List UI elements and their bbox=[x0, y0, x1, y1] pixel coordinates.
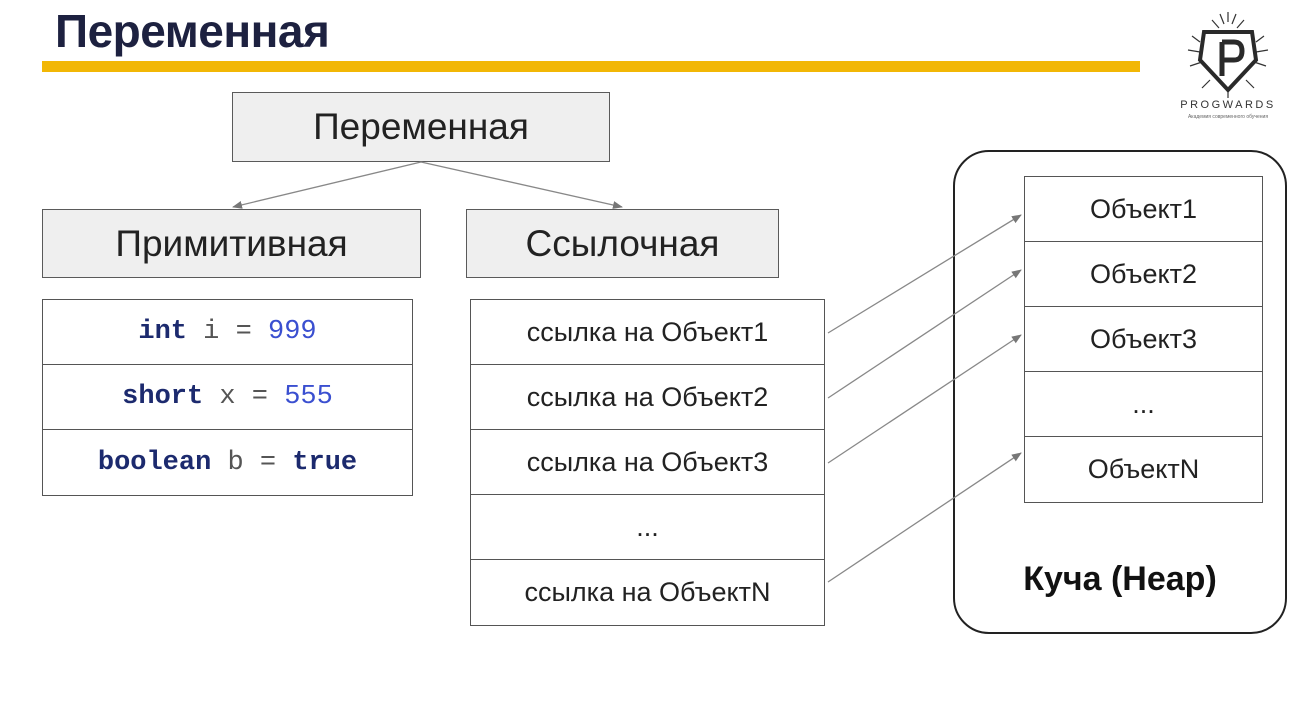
reference-row-n: ссылка на ОбъектN bbox=[524, 577, 771, 607]
variable-assignment: x = bbox=[203, 382, 285, 412]
ref-arrow-n bbox=[827, 452, 1022, 583]
ref-arrow-2 bbox=[827, 269, 1022, 399]
primitive-row-int: int i = 999 bbox=[43, 300, 412, 365]
heap-object-2: Объект2 bbox=[1025, 242, 1262, 307]
heap-objects-table: Объект1 Объект2 Объект3 ... ОбъектN bbox=[1024, 176, 1263, 503]
reference-row-ellipsis: ... bbox=[471, 495, 824, 560]
reference-links-table: ссылка на Объект1 ссылка на Объект2 ссыл… bbox=[470, 299, 825, 626]
heap-label: Куча (Heap) bbox=[1023, 560, 1217, 598]
logo-emblem-icon bbox=[1187, 12, 1269, 98]
primitive-row-boolean: boolean b = true bbox=[43, 430, 412, 495]
primitive-row-short: short x = 555 bbox=[43, 365, 412, 430]
ref-arrow-3 bbox=[827, 334, 1022, 464]
heap-panel bbox=[953, 150, 1287, 634]
ref-arrow-1 bbox=[827, 214, 1022, 334]
reference-row-1: ссылка на Объект1 bbox=[471, 300, 824, 365]
progwards-logo: PROGWARDS Академия современного обучения bbox=[1172, 6, 1284, 124]
type-keyword: int bbox=[138, 317, 187, 347]
tree-arrow-primitive bbox=[232, 161, 422, 209]
literal-value: 999 bbox=[268, 317, 317, 347]
reference-row-2: ссылка на Объект2 bbox=[471, 365, 824, 430]
heap-object-3: Объект3 bbox=[1025, 307, 1262, 372]
reference-type-box: Ссылочная bbox=[466, 209, 779, 278]
variable-assignment: i = bbox=[186, 317, 268, 347]
title-underline bbox=[42, 61, 1140, 72]
slide-title: Переменная bbox=[55, 5, 330, 57]
heap-object-n: ОбъектN bbox=[1087, 454, 1200, 484]
literal-value: true bbox=[292, 447, 358, 478]
root-variable-box: Переменная bbox=[232, 92, 610, 162]
heap-object-ellipsis: ... bbox=[1025, 372, 1262, 437]
primitive-values-table: int i = 999 short x = 555 boolean b = tr… bbox=[42, 299, 413, 496]
literal-value: 555 bbox=[284, 382, 333, 412]
logo-wordmark: PROGWARDS bbox=[1180, 99, 1276, 111]
primitive-type-box: Примитивная bbox=[42, 209, 421, 278]
heap-object-1: Объект1 bbox=[1025, 177, 1262, 242]
type-keyword: boolean bbox=[97, 447, 212, 478]
reference-row-3: ссылка на Объект3 bbox=[471, 430, 824, 495]
tree-arrow-reference bbox=[420, 161, 623, 209]
type-keyword: short bbox=[122, 382, 204, 412]
variable-assignment: b = bbox=[211, 447, 293, 478]
logo-tagline: Академия современного обучения bbox=[1187, 114, 1269, 120]
